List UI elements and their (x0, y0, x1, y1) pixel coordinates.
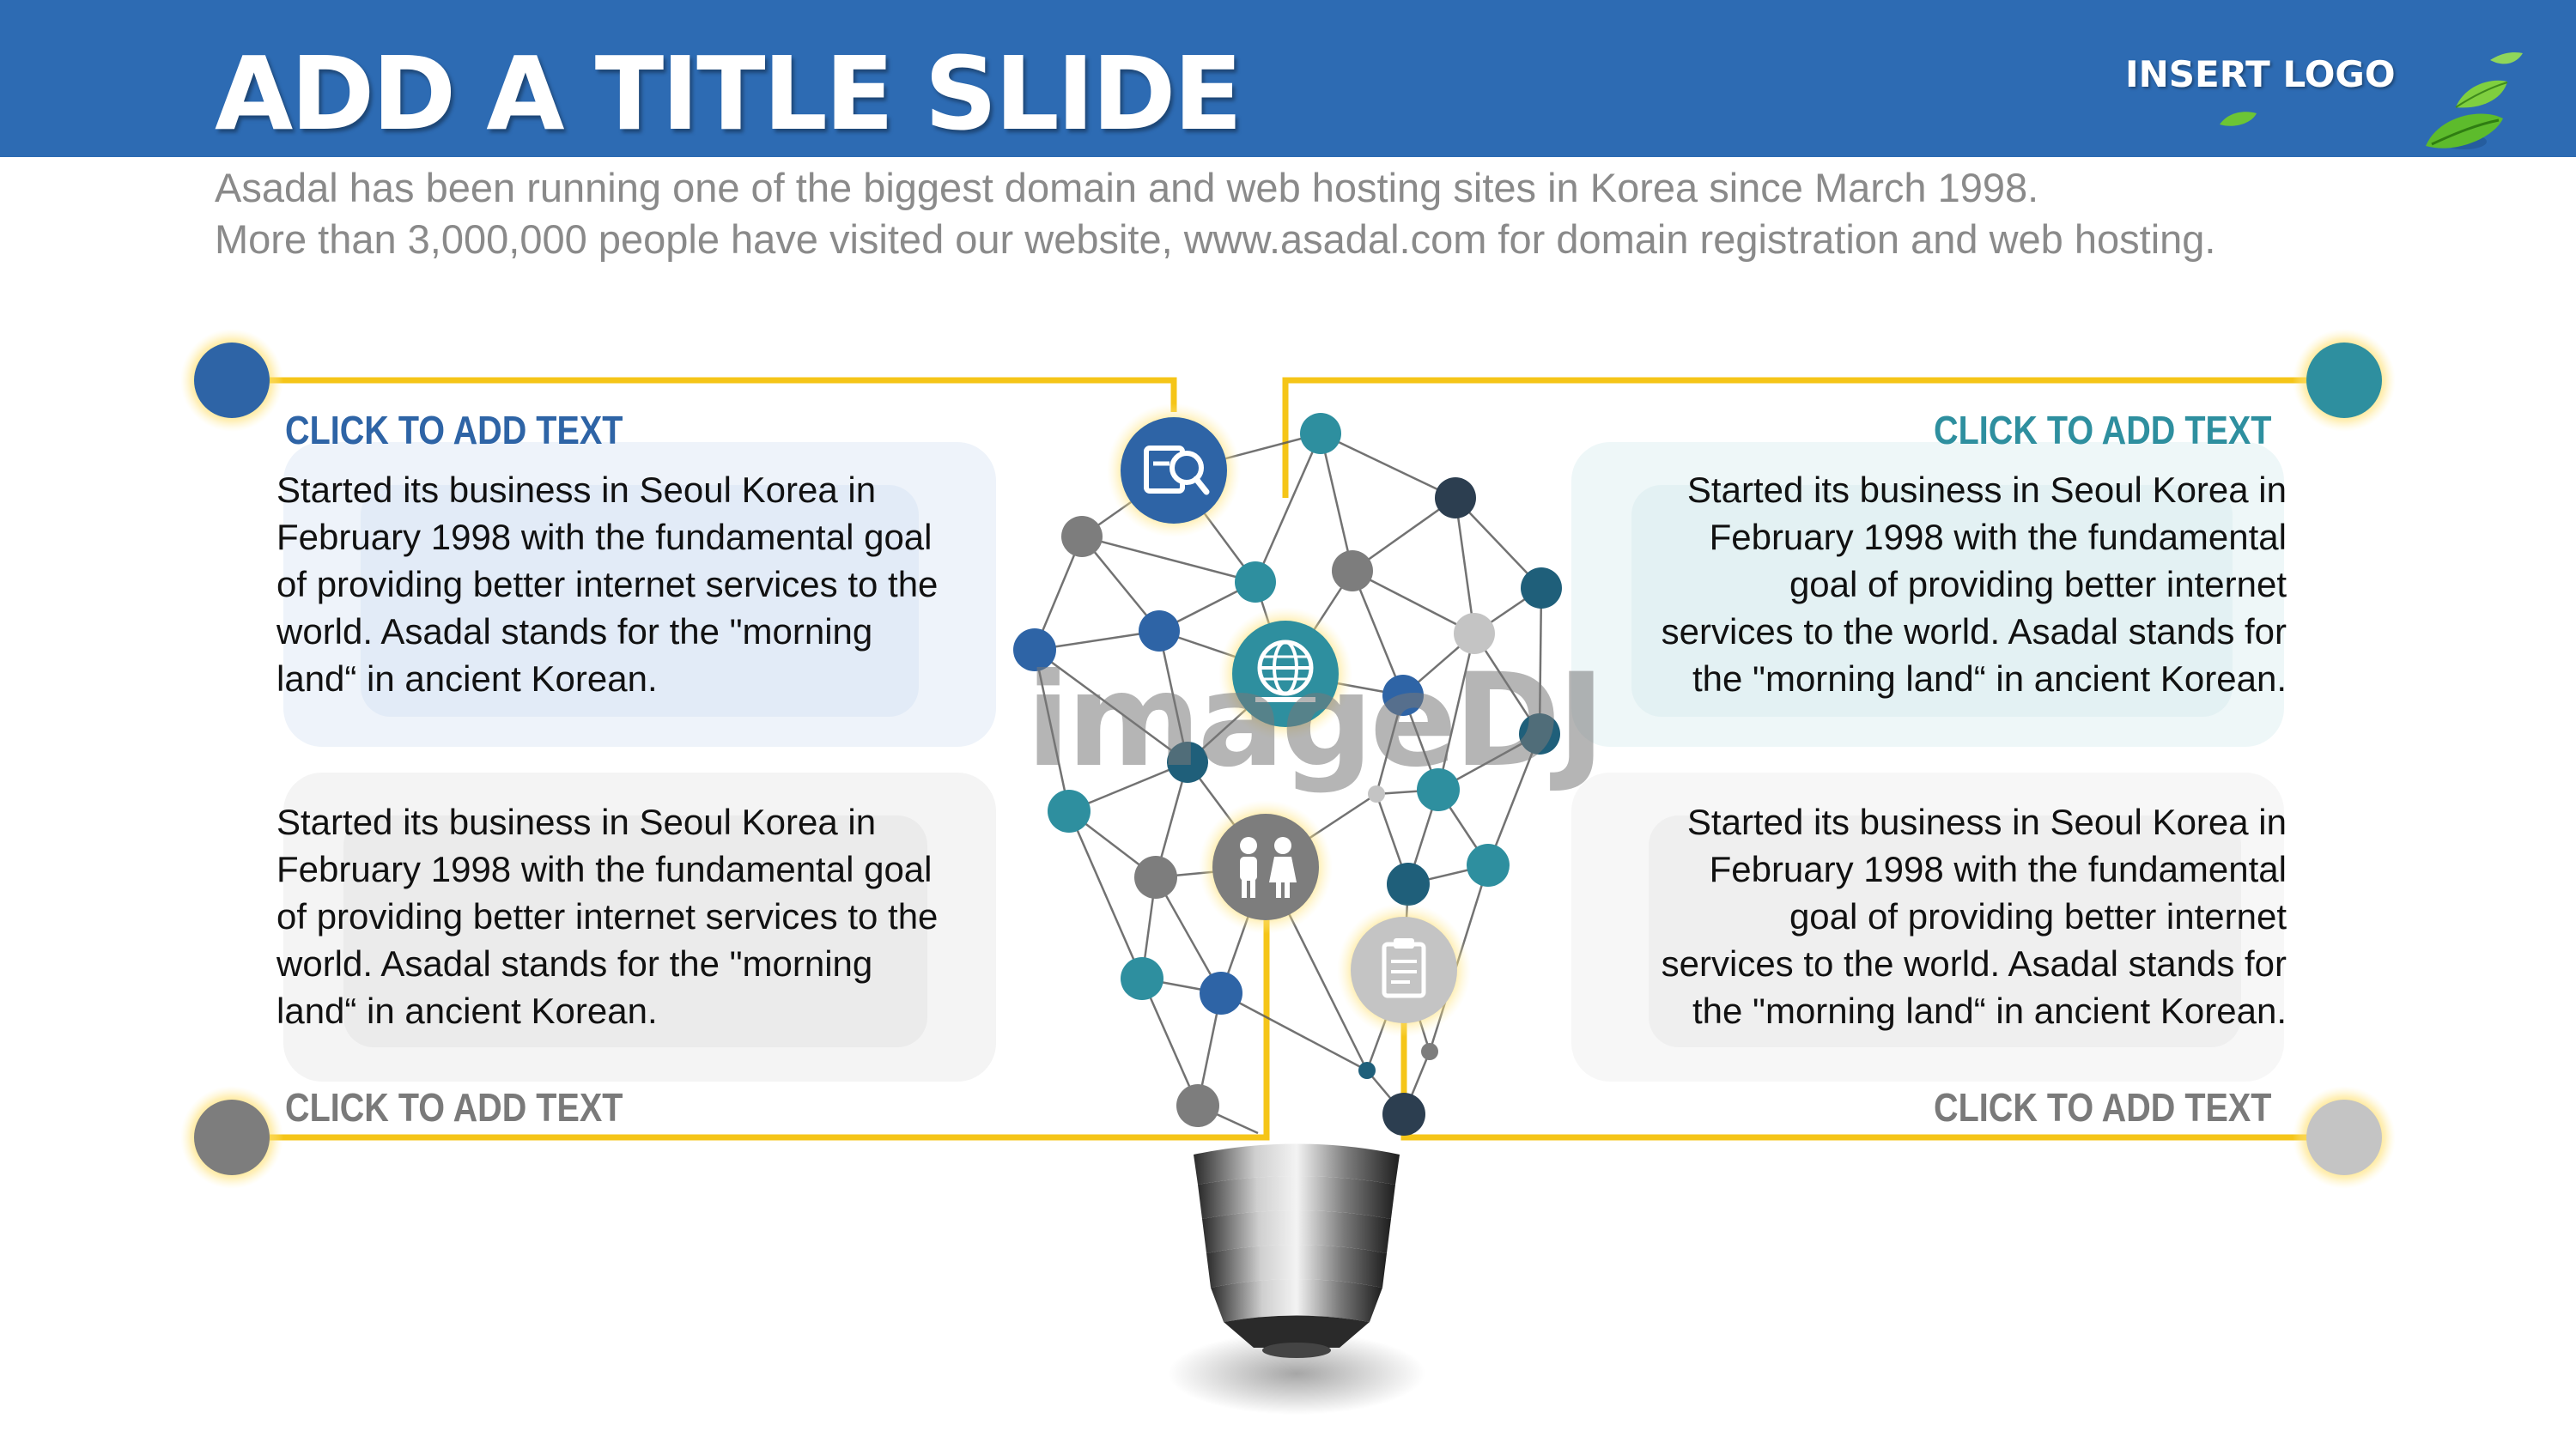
clipboard-icon (1337, 903, 1471, 1037)
body-line: goal of providing better internet (1789, 896, 2287, 937)
body-line: world. Asadal stands for the "morning (276, 943, 873, 984)
body-line: Started its business in Seoul Korea in (276, 802, 877, 842)
body-line: services to the world. Asadal stands for (1661, 943, 2287, 984)
body-text-top-right[interactable]: Started its business in Seoul Korea in F… (1548, 466, 2287, 702)
body-line: Started its business in Seoul Korea in (1686, 470, 2287, 510)
body-line: the "morning land“ in ancient Korean. (1692, 991, 2287, 1031)
slide-title[interactable]: ADD A TITLE SLIDE (215, 34, 1242, 153)
bulb-network-nodes (1013, 413, 1562, 1136)
subtitle-line-1[interactable]: Asadal has been running one of the bigge… (215, 165, 2039, 210)
body-line: services to the world. Asadal stands for (1661, 611, 2287, 652)
body-text-top-left[interactable]: Started its business in Seoul Korea in F… (276, 466, 1049, 702)
watermark-text: imageDJ (1026, 646, 1605, 796)
body-line: Started its business in Seoul Korea in (1686, 802, 2287, 842)
body-line: February 1998 with the fundamental goal (276, 849, 933, 889)
body-line: world. Asadal stands for the "morning (276, 611, 873, 652)
people-icon (1199, 800, 1333, 934)
insert-logo-placeholder[interactable]: INSERT LOGO (2125, 53, 2396, 95)
body-line: land“ in ancient Korean. (276, 991, 658, 1031)
body-line: February 1998 with the fundamental goal (276, 517, 933, 557)
search-icon (1107, 403, 1241, 537)
heading-top-left[interactable]: CLICK TO ADD TEXT (285, 408, 623, 452)
header-bar (0, 0, 2576, 157)
light-bulb-icon (1168, 1143, 1425, 1415)
leaf-icon (2220, 52, 2523, 149)
corner-dot-teal (2293, 329, 2396, 432)
body-line: Started its business in Seoul Korea in (276, 470, 877, 510)
body-line: February 1998 with the fundamental (1709, 849, 2287, 889)
corner-dot-light-gray (2293, 1086, 2396, 1189)
globe-icon (1218, 607, 1352, 741)
body-line: goal of providing better internet (1789, 564, 2287, 604)
body-text-bottom-left[interactable]: Started its business in Seoul Korea in F… (276, 798, 1049, 1034)
heading-top-right[interactable]: CLICK TO ADD TEXT (1933, 408, 2271, 452)
subtitle-line-2[interactable]: More than 3,000,000 people have visited … (215, 216, 2216, 262)
body-text-bottom-right[interactable]: Started its business in Seoul Korea in F… (1548, 798, 2287, 1034)
text-panels (283, 442, 2284, 1082)
body-line: of providing better internet services to… (276, 896, 939, 937)
body-line: the "morning land“ in ancient Korean. (1692, 658, 2287, 699)
body-line: February 1998 with the fundamental (1709, 517, 2287, 557)
corner-dot-blue (180, 329, 283, 432)
connector-lines (232, 377, 2344, 1141)
heading-bottom-right[interactable]: CLICK TO ADD TEXT (1933, 1085, 2271, 1130)
body-line: of providing better internet services to… (276, 564, 939, 604)
heading-bottom-left[interactable]: CLICK TO ADD TEXT (285, 1085, 623, 1130)
corner-dot-gray (180, 1086, 283, 1189)
body-line: land“ in ancient Korean. (276, 658, 658, 699)
